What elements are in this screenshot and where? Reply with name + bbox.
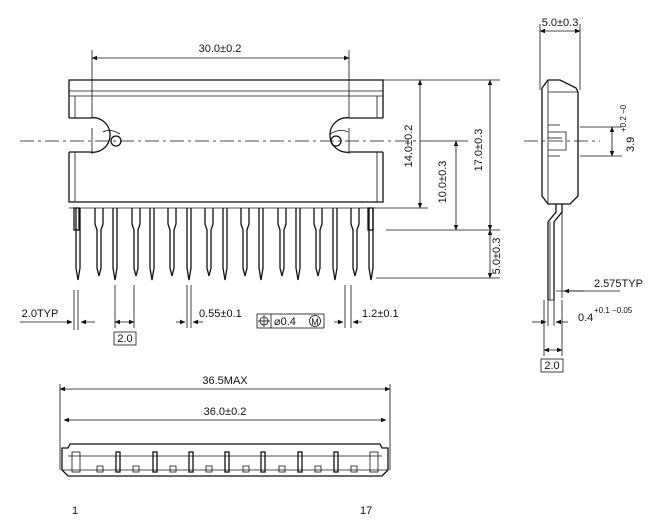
pin-last-label: 17 bbox=[360, 505, 372, 517]
package-body bbox=[20, 79, 430, 203]
side-dim-thickness-label: 5.0±0.3 bbox=[542, 17, 579, 29]
dim-hole-to-leadbend-label: 10.0±0.3 bbox=[437, 161, 449, 204]
bottom-dim-length-label: 36.0±0.2 bbox=[204, 406, 247, 418]
bottom-view: 36.5MAX 36.0±0.2 1 17 bbox=[59, 375, 391, 517]
dim-body-height-label: 14.0±0.2 bbox=[403, 125, 415, 168]
side-dim-hole-offset-tol: +0.2 −0 bbox=[619, 104, 628, 132]
side-dim-hole-offset-label: 3.9 bbox=[625, 137, 637, 152]
side-dim-lead-offset-label: 2.575TYP bbox=[594, 278, 643, 290]
side-dim-lead-thickness-tol: +0.1 −0.05 bbox=[594, 306, 633, 315]
side-body-outline bbox=[541, 79, 579, 205]
bottom-lead-stubs bbox=[71, 451, 379, 473]
dim-lead-tip-label: 1.2±0.1 bbox=[362, 308, 399, 320]
dim-lead-length-label: 5.0±0.3 bbox=[491, 238, 503, 275]
dim-lead-width-label: 0.55±0.1 bbox=[199, 308, 242, 320]
position-tolerance-value: ⌀0.4 bbox=[274, 316, 296, 328]
bottom-dim-max-length-label: 36.5MAX bbox=[202, 375, 248, 387]
position-modifier: M bbox=[311, 317, 319, 327]
side-lead-outer bbox=[547, 204, 557, 300]
side-dim-pitch-label: 2.0 bbox=[544, 360, 559, 372]
lead-frame bbox=[69, 207, 383, 281]
dim-width-label: 30.0±0.2 bbox=[199, 43, 242, 55]
side-dim-lead-thickness-label: 0.4 bbox=[578, 312, 593, 324]
dim-total-height-label: 17.0±0.3 bbox=[473, 129, 485, 172]
side-lead-inner bbox=[553, 204, 563, 300]
front-view: 30.0±0.2 bbox=[20, 43, 503, 346]
dim-pitch-label: 2.0 bbox=[117, 333, 132, 345]
side-view: 5.0±0.3 3.9 +0.2 −0 2.575TYP 0.4 +0.1 −0 bbox=[524, 17, 643, 373]
position-tolerance-frame: ⌀0.4 M bbox=[256, 313, 325, 329]
dim-end-pitch-label: 2.0TYP bbox=[22, 308, 59, 320]
pin-first-label: 1 bbox=[72, 505, 78, 517]
bottom-body-outline bbox=[61, 443, 389, 477]
